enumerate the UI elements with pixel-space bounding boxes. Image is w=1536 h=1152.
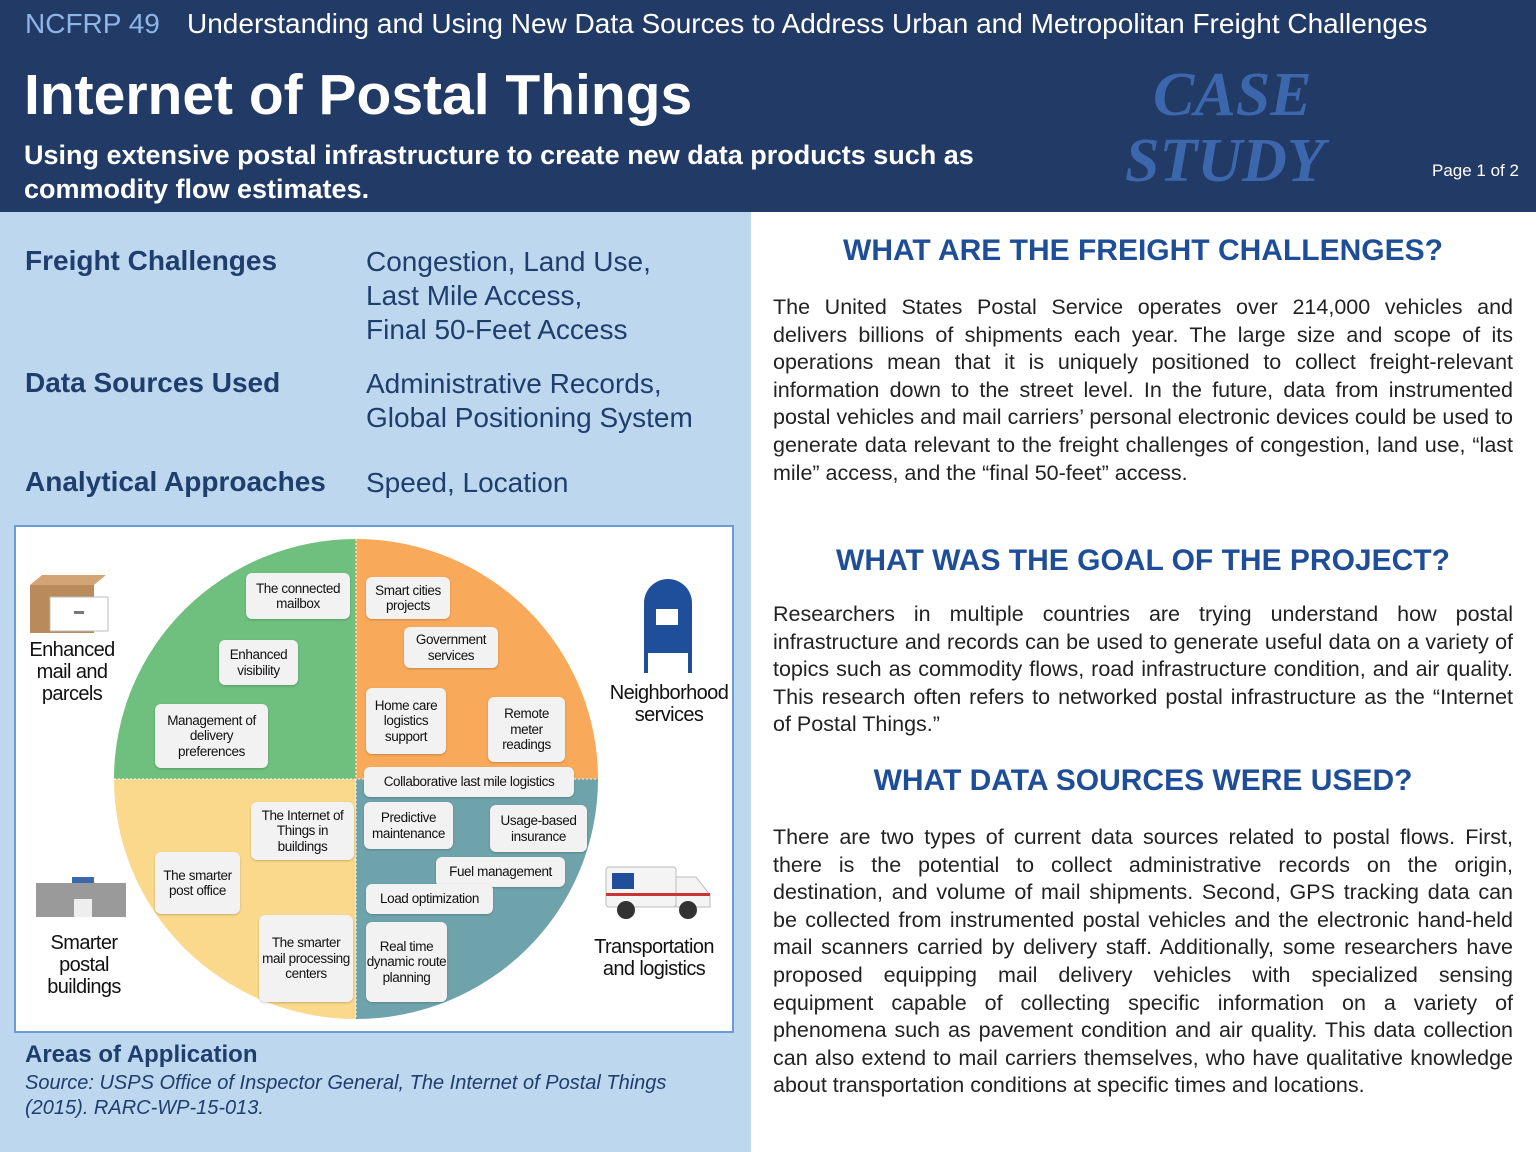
app-fuel-management: Fuel management	[436, 857, 565, 887]
summary-label: Analytical Approaches	[25, 466, 326, 497]
section-body: Researchers in multiple countries are tr…	[773, 602, 1513, 737]
header: NCFRP 49 Understanding and Using New Dat…	[0, 0, 1536, 212]
building-icon	[36, 877, 126, 917]
app-load-optimization: Load optimization	[366, 884, 493, 914]
report-number: NCFRP 49	[25, 8, 160, 39]
page-subtitle: Using extensive postal infrastructure to…	[24, 140, 974, 204]
category-smarter-buildings: Smarter postal buildings	[47, 932, 121, 998]
app-iot-buildings: The Internet of Things in buildings	[251, 802, 354, 860]
summary-value: Congestion, Land Use,Last Mile Access,Fi…	[366, 246, 651, 345]
page-number: Page 1 of 2	[1432, 161, 1519, 180]
app-smarter-post-office: The smarter post office	[155, 852, 240, 914]
app-delivery-preferences: Management of delivery preferences	[155, 704, 268, 768]
app-government-services: Government services	[404, 627, 498, 668]
summary-label: Data Sources Used	[25, 367, 281, 398]
summary-value: Speed, Location	[366, 467, 569, 498]
series-title: Understanding and Using New Data Sources…	[187, 8, 1428, 39]
summary-label: Freight Challenges	[25, 245, 278, 276]
section-heading: WHAT ARE THE FREIGHT CHALLENGES?	[843, 234, 1443, 267]
parcel-icon	[30, 575, 109, 633]
app-remote-meter: Remote meter readings	[488, 697, 565, 762]
app-route-planning: Real time dynamic route planning	[366, 922, 447, 1002]
mail-truck-icon	[605, 866, 711, 919]
section-body: There are two types of current data sour…	[773, 825, 1513, 1098]
summary-value: Administrative Records,Global Positionin…	[366, 368, 693, 433]
section-heading: WHAT WAS THE GOAL OF THE PROJECT?	[836, 544, 1450, 577]
figure-source: Source: USPS Office of Inspector General…	[25, 1072, 667, 1119]
section-body: The United States Postal Service operate…	[773, 295, 1513, 485]
category-transportation: Transportation and logistics	[594, 936, 714, 980]
category-enhanced-mail: Enhanced mail and parcels	[29, 639, 115, 705]
app-predictive-maintenance: Predictive maintenance	[364, 802, 453, 849]
app-enhanced-visibility: Enhanced visibility	[219, 640, 298, 685]
page-title: Internet of Postal Things	[24, 63, 693, 127]
figure-caption-title: Areas of Application	[25, 1041, 258, 1068]
section-heading: WHAT DATA SOURCES WERE USED?	[873, 764, 1413, 797]
app-home-care: Home care logistics support	[366, 688, 446, 754]
app-collaborative-last-mile: Collaborative last mile logistics	[364, 767, 574, 797]
areas-of-application-diagram: The connected mailbox Smart cities proje…	[14, 525, 734, 1033]
app-connected-mailbox: The connected mailbox	[246, 573, 350, 619]
category-neighborhood: Neighborhood services	[609, 682, 729, 726]
mailbox-icon	[644, 579, 692, 673]
app-usage-insurance: Usage-based insurance	[490, 805, 587, 852]
app-mail-processing: The smarter mail processing centers	[259, 915, 353, 1002]
app-smart-cities: Smart cities projects	[366, 577, 450, 619]
